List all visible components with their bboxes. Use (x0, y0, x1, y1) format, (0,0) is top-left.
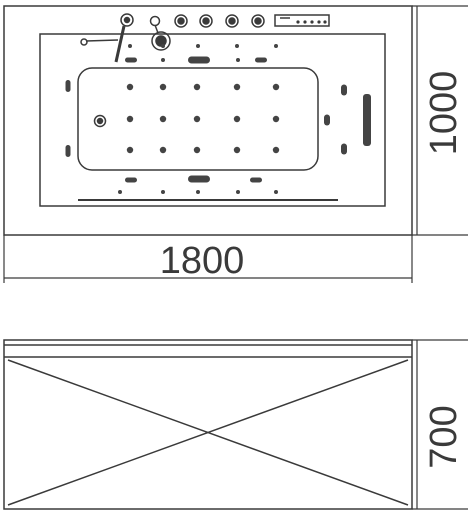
jet-nozzle-icon (126, 115, 134, 123)
jet-nozzle-icon (272, 83, 280, 91)
jet-nozzle-icon (233, 146, 241, 154)
side-view (3, 339, 413, 510)
control-knob-icon[interactable] (199, 14, 213, 28)
tub-rim-outline (39, 33, 386, 207)
jet-nozzle-icon (236, 190, 240, 194)
jet-nozzle-icon (274, 190, 278, 194)
light-strip-icon (125, 57, 137, 63)
jet-nozzle-icon (193, 146, 201, 154)
top-view (3, 5, 413, 236)
faucet-icon[interactable] (80, 13, 134, 63)
shower-head-icon[interactable] (149, 15, 171, 51)
control-knob-icon[interactable] (251, 14, 265, 28)
jet-nozzle-icon (235, 44, 239, 48)
light-strip-icon (341, 143, 347, 155)
jet-nozzle-icon (236, 58, 240, 62)
light-strip-icon (324, 114, 330, 126)
light-strip-icon (250, 177, 262, 183)
jet-nozzle-icon (196, 190, 200, 194)
light-strip-icon (188, 175, 210, 183)
jet-nozzle-icon (118, 190, 122, 194)
jet-nozzle-icon (193, 115, 201, 123)
control-knob-icon[interactable] (225, 14, 239, 28)
jet-nozzle-icon (126, 146, 134, 154)
drain-icon (93, 114, 107, 128)
side-diagonal-b (7, 359, 409, 506)
width-dimension-label: 1000 (423, 71, 465, 156)
jet-nozzle-icon (159, 146, 167, 154)
jet-nozzle-icon (159, 115, 167, 123)
dimension-lines-top (3, 5, 468, 283)
jet-nozzle-icon (161, 44, 165, 48)
jet-nozzle-icon (274, 44, 278, 48)
tub-outer-outline (3, 5, 413, 236)
light-strip-icon (125, 177, 137, 183)
dimension-lines-side (412, 339, 468, 510)
light-strip-icon (65, 80, 71, 92)
light-strip-icon (363, 94, 371, 146)
height-dimension-label: 700 (423, 405, 465, 468)
jet-nozzle-icon (161, 58, 165, 62)
control-knob-icon[interactable] (174, 14, 188, 28)
jet-nozzle-icon (128, 44, 132, 48)
light-strip-icon (255, 57, 267, 63)
side-outer-outline (3, 339, 413, 510)
jet-nozzle-icon (233, 83, 241, 91)
top-controls (80, 13, 330, 63)
jet-nozzle-icon (196, 44, 200, 48)
jet-nozzle-icon (193, 83, 201, 91)
jet-fixtures (65, 44, 347, 194)
light-strip-icon (341, 84, 347, 96)
light-strip-icon (188, 56, 210, 64)
jet-nozzle-icon (159, 83, 167, 91)
jet-nozzle-icon (126, 83, 134, 91)
tub-basin-outline (77, 67, 319, 171)
light-strip-icon (65, 145, 71, 157)
length-dimension-label: 1800 (160, 240, 245, 282)
control-panel-icon[interactable] (274, 14, 330, 27)
jet-nozzle-icon (272, 146, 280, 154)
jet-nozzle-icon (272, 115, 280, 123)
jet-nozzle-icon (161, 190, 165, 194)
jet-nozzle-icon (233, 115, 241, 123)
